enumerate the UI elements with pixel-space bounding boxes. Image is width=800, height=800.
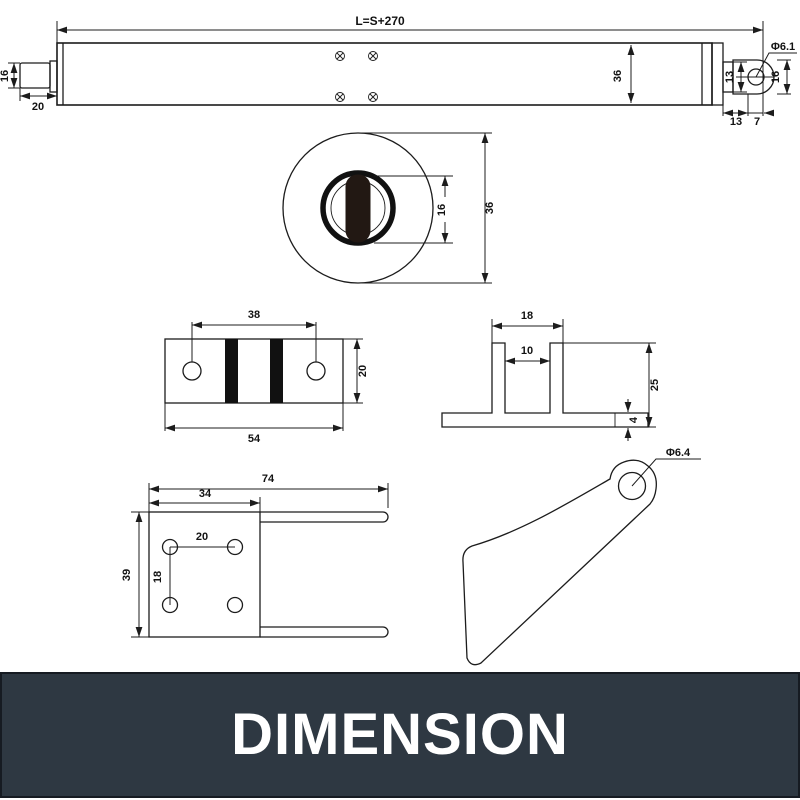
dim-fork-plate-height: 39 [121, 569, 133, 581]
dim-channel-height: 25 [649, 379, 661, 391]
banner-title: DIMENSION [231, 702, 569, 767]
strap-hole-right [306, 361, 326, 381]
dim-triangle-hole-dia: Φ6.4 [666, 447, 691, 459]
outer-circle [282, 132, 434, 284]
strap-plate [164, 338, 344, 404]
triangle-bracket-view: Φ6.4 [462, 447, 701, 666]
channel-bracket-view: 18 10 25 4 [441, 310, 661, 441]
fork-arm-bottom [260, 626, 389, 638]
dim-fork-hole-spacing-x: 20 [196, 531, 208, 543]
fork-bracket-view: 74 34 39 20 18 [121, 473, 389, 638]
dim-slot-height: 16 [436, 204, 448, 216]
dim-clevis-height: 16 [770, 71, 782, 83]
actuator-side-view: L=S+270 16 20 36 Φ6.1 13 16 13 7 [0, 14, 797, 128]
dim-collar-height: 13 [724, 71, 736, 83]
channel-outline [441, 342, 649, 428]
fork-plate [148, 511, 261, 638]
threaded-rod [19, 62, 51, 89]
triangle-hole [617, 471, 647, 501]
dim-channel-slot-width: 10 [521, 345, 533, 357]
actuator-end-view: 16 36 [282, 132, 496, 284]
strap-hole-left [182, 361, 202, 381]
dim-fork-plate-width: 34 [199, 488, 212, 500]
dim-fork-hole-spacing-y: 18 [152, 571, 164, 583]
dim-body-height: 36 [612, 70, 624, 82]
dim-channel-base-thickness: 4 [628, 416, 640, 423]
technical-drawing: L=S+270 16 20 36 Φ6.1 13 16 13 7 [0, 14, 797, 666]
strap-bracket-view: 38 54 20 [164, 309, 369, 445]
screw-holes [335, 51, 378, 102]
dim-pin-hole: Φ6.1 [771, 41, 795, 53]
dimension-banner: DIMENSION [0, 672, 800, 798]
strap-slot-left [225, 339, 238, 403]
drive-slot [345, 174, 371, 243]
dim-overall-length: L=S+270 [355, 14, 405, 28]
rod-collar [49, 60, 58, 93]
dim-fork-overall-width: 74 [262, 473, 275, 485]
strap-slot-right [270, 339, 283, 403]
dim-strap-hole-spacing: 38 [248, 309, 260, 321]
fork-hole-4 [226, 596, 244, 614]
dim-end-a: 13 [730, 116, 742, 128]
dim-strap-width: 54 [248, 433, 261, 445]
drive-ring [320, 170, 396, 246]
dim-channel-outer-width: 18 [521, 310, 533, 322]
dim-rod-height: 16 [0, 70, 11, 82]
clevis-pin-hole [747, 68, 765, 86]
fork-arm-top [260, 511, 389, 523]
dim-strap-depth: 20 [357, 365, 369, 377]
dim-rod-length: 20 [32, 101, 44, 113]
triangle-outline [462, 459, 657, 666]
end-cap [711, 42, 724, 106]
dim-end-b: 7 [754, 116, 760, 128]
clevis-end [732, 59, 775, 95]
dim-end-outer-dia: 36 [484, 202, 496, 214]
